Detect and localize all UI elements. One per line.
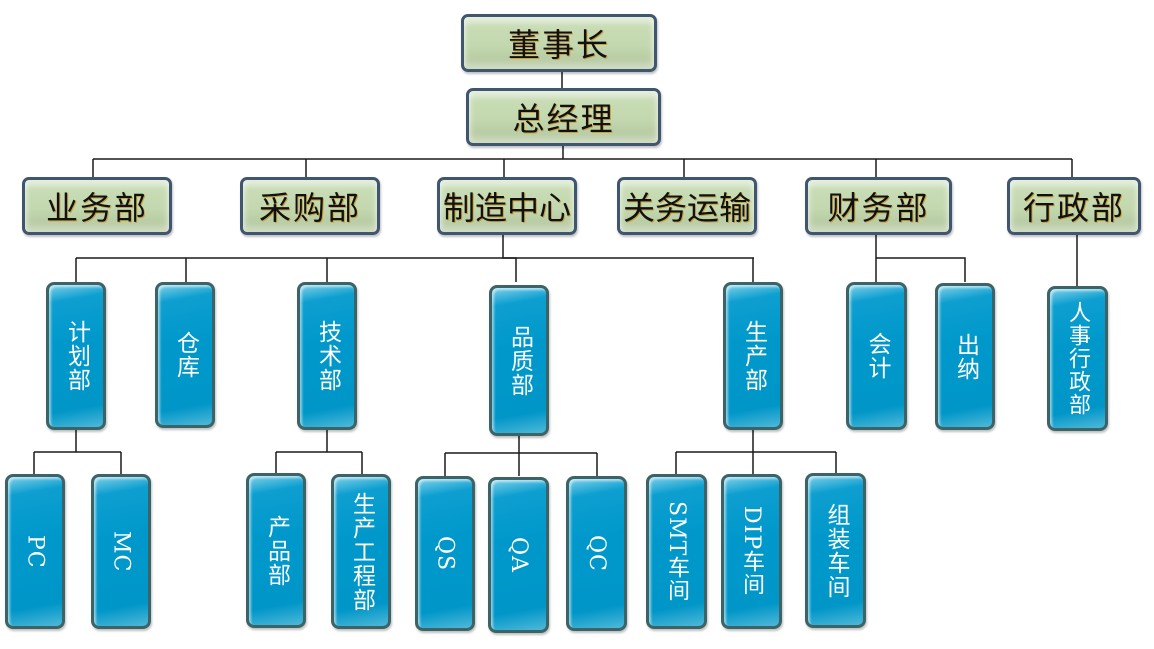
node-label: QS [432,535,458,572]
node-general-manager[interactable]: 总经理 [466,88,661,146]
node-assembly-workshop[interactable]: 组装车间 [805,473,866,628]
node-label: 采购部 [258,189,361,227]
node-quality-dept[interactable]: 品质部 [489,285,549,436]
node-label: 技术部 [314,320,341,392]
node-label: 产品部 [263,514,290,587]
node-qc[interactable]: QC [566,476,627,631]
node-label: 董事长 [507,26,610,64]
node-label: DIP车间 [739,506,764,597]
node-label: 组装车间 [823,502,849,599]
connector-planning-bus [33,451,122,474]
node-product-dept[interactable]: 产品部 [246,473,306,628]
node-label: 人事行政部 [1065,301,1090,416]
node-dip-workshop[interactable]: DIP车间 [721,474,782,629]
connector-quality-bus [444,452,598,476]
connector-technical-bus [275,451,363,474]
node-admin-dept[interactable]: 行政部 [1007,177,1141,235]
node-label: 制造中心 [442,189,571,227]
node-label: 业务部 [45,189,148,227]
node-label: 仓库 [172,331,199,379]
node-planning-dept[interactable]: 计划部 [46,282,106,430]
node-warehouse[interactable]: 仓库 [155,282,215,428]
node-technical-dept[interactable]: 技术部 [297,282,357,430]
node-label: 生产工程部 [348,491,375,612]
node-label: 品质部 [506,324,533,397]
connector-production-bus [675,451,837,474]
node-pc[interactable]: PC [5,474,65,629]
node-production-engineering-dept[interactable]: 生产工程部 [331,474,391,629]
node-sales-dept[interactable]: 业务部 [22,177,172,235]
node-label: MC [108,530,134,573]
node-smt-workshop[interactable]: SMT车间 [646,474,707,629]
node-qs[interactable]: QS [415,476,475,631]
node-finance-dept[interactable]: 财务部 [805,177,952,235]
node-qa[interactable]: QA [488,477,549,633]
node-label: 计划部 [63,320,90,392]
node-manufacturing-center[interactable]: 制造中心 [437,177,577,235]
node-production-dept[interactable]: 生产部 [723,282,783,430]
node-label: 出纳 [952,332,979,381]
node-purchasing-dept[interactable]: 采购部 [240,177,380,235]
node-label: QC [584,535,609,572]
node-label: PC [22,534,48,569]
node-label: 行政部 [1022,189,1125,227]
node-accounting[interactable]: 会计 [846,282,907,430]
node-cashier[interactable]: 出纳 [935,283,995,430]
connector-finance-bus [876,257,966,282]
node-label: 关务运输 [622,189,751,227]
node-label: 财务部 [827,189,930,227]
node-customs-transport[interactable]: 关务运输 [617,177,757,235]
node-label: 生产部 [740,320,767,392]
node-hr-admin-dept[interactable]: 人事行政部 [1047,286,1108,431]
node-label: QA [506,537,531,573]
node-label: SMT车间 [664,500,689,603]
node-mc[interactable]: MC [91,474,151,629]
node-label: 会计 [864,332,890,380]
node-chairman[interactable]: 董事长 [461,14,657,72]
node-label: 总经理 [512,100,615,138]
